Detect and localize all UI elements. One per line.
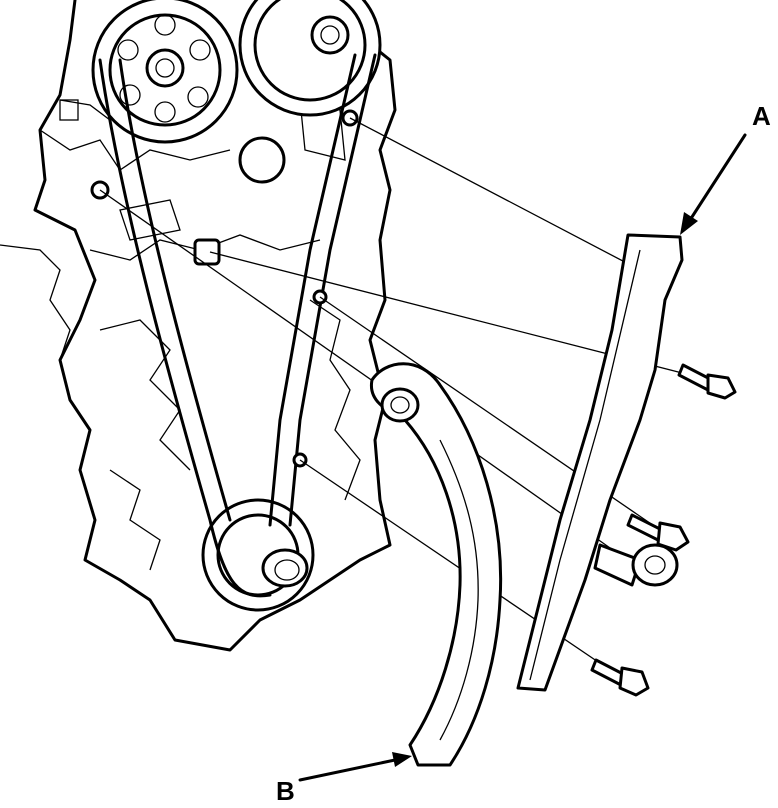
callout-a: A — [680, 101, 771, 235]
crankshaft-sprocket — [201, 498, 315, 612]
bolt-1 — [677, 363, 737, 400]
callout-b: B — [276, 752, 412, 806]
bolt-2 — [626, 513, 690, 552]
mounting-holes — [90, 109, 359, 468]
engine-block — [0, 0, 397, 652]
bolt-3 — [590, 658, 650, 697]
pivot-bolt — [593, 543, 679, 587]
timing-chain — [98, 53, 377, 598]
camshaft-sprocket-right — [238, 0, 382, 117]
label-b: B — [276, 776, 295, 806]
chain-guide-a — [516, 233, 684, 692]
label-a: A — [752, 101, 771, 131]
camshaft-sprocket-left — [91, 0, 239, 144]
chain-guide-b — [369, 362, 503, 767]
